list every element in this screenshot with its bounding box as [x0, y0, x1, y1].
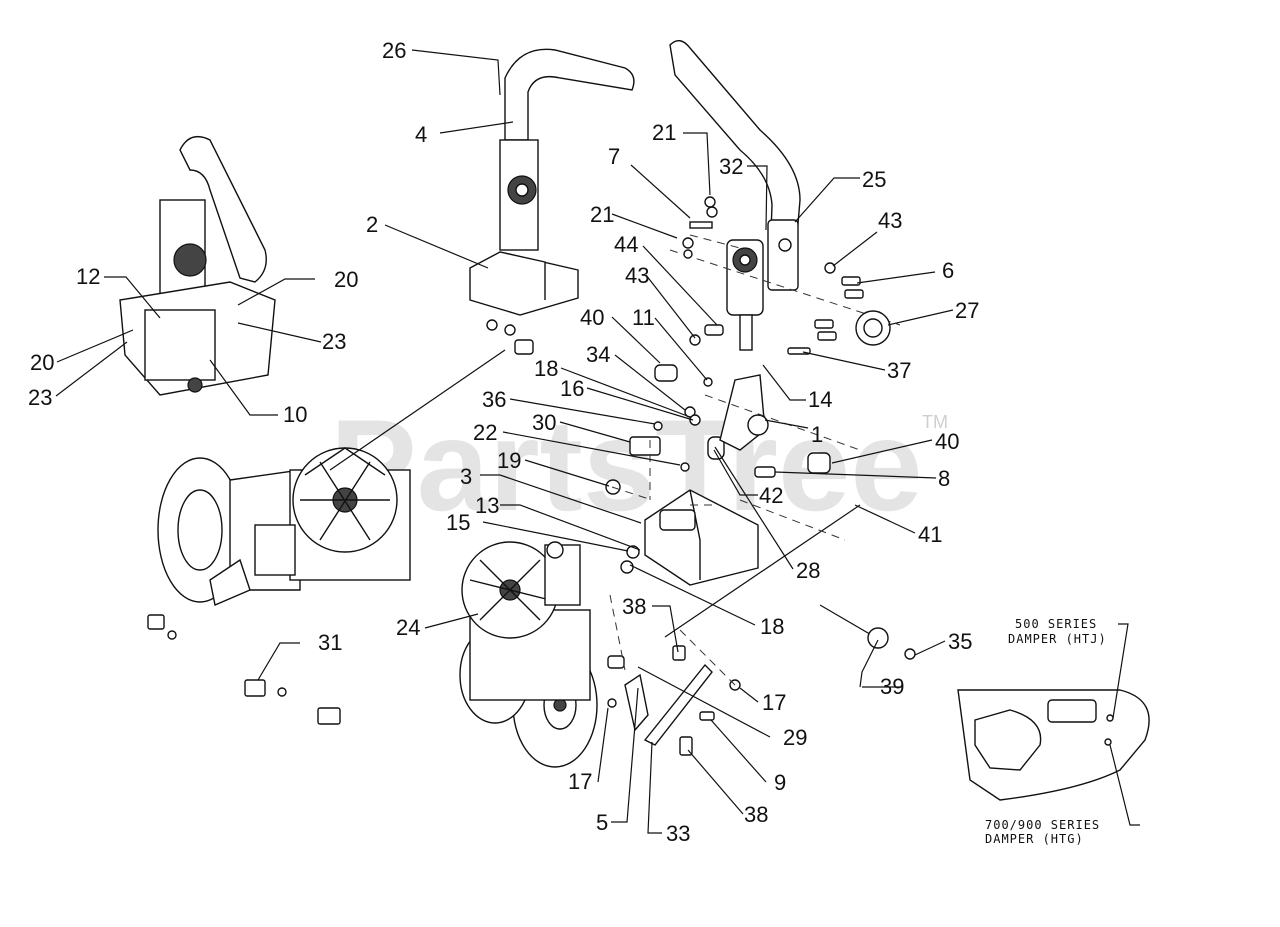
callout-43-left: 43 [625, 263, 649, 288]
callout-23-left: 23 [28, 385, 52, 410]
pivot-assembly-right [669, 234, 901, 351]
control-rod-left [329, 349, 506, 471]
damper-bracket [607, 655, 713, 746]
watermark-text: PartsTree [330, 392, 923, 538]
callout-11: 11 [632, 305, 655, 330]
callout-21-top: 21 [652, 120, 676, 145]
leader-lines [55, 49, 1140, 834]
callout-26: 26 [382, 38, 406, 63]
control-bracket-right [644, 489, 759, 586]
callout-38-top: 38 [622, 594, 646, 619]
pivot-bracket [704, 374, 861, 451]
callout-5: 5 [596, 810, 608, 835]
callout-43-right: 43 [878, 208, 902, 233]
callout-6: 6 [942, 258, 954, 283]
callout-2: 2 [366, 212, 378, 237]
callout-16: 16 [560, 376, 584, 401]
knob [855, 310, 891, 346]
transmission-left [157, 447, 411, 606]
control-rod-right [664, 504, 889, 649]
note-500-series: 500 SERIES [1015, 617, 1097, 631]
connectors-left [147, 614, 341, 725]
callout-21-mid: 21 [590, 202, 614, 227]
note-700-900-damper: DAMPER (HTG) [985, 832, 1084, 846]
callout-14: 14 [808, 387, 832, 412]
callout-44: 44 [614, 232, 638, 257]
callout-27: 27 [955, 298, 979, 323]
callout-17-right: 17 [762, 690, 786, 715]
callout-3: 3 [460, 464, 472, 489]
series-notes: 500 SERIES DAMPER (HTJ) 700/900 SERIES D… [985, 617, 1107, 846]
note-700-900-series: 700/900 SERIES [985, 818, 1100, 832]
callout-24: 24 [396, 615, 420, 640]
callout-12: 12 [76, 264, 100, 289]
callout-32: 32 [719, 154, 743, 179]
callout-39: 39 [880, 674, 904, 699]
callout-13: 13 [475, 493, 499, 518]
watermark-trademark: TM [922, 412, 948, 432]
callout-8: 8 [938, 466, 950, 491]
callout-33: 33 [666, 821, 690, 846]
callout-41: 41 [918, 522, 942, 547]
callout-30: 30 [532, 410, 556, 435]
callout-40-right: 40 [935, 429, 959, 454]
callout-25: 25 [862, 167, 886, 192]
callout-31: 31 [318, 630, 342, 655]
callout-15: 15 [446, 510, 470, 535]
control-handle-right [669, 40, 801, 291]
callout-1: 1 [811, 422, 823, 447]
callout-29: 29 [783, 725, 807, 750]
callout-23-right: 23 [322, 329, 346, 354]
callout-37: 37 [887, 358, 911, 383]
callout-28: 28 [796, 558, 820, 583]
small-hardware [167, 196, 916, 756]
callout-20-right: 20 [334, 267, 358, 292]
callout-18-bottom: 18 [760, 614, 784, 639]
control-bracket-left [469, 251, 579, 355]
hidden-lines [609, 440, 846, 686]
callout-labels: 26 4 2 12 20 20 23 23 10 21 21 7 32 25 4… [28, 38, 979, 846]
callout-36: 36 [482, 387, 506, 412]
callout-38-bottom: 38 [744, 802, 768, 827]
callout-22: 22 [473, 420, 497, 445]
callout-35: 35 [948, 629, 972, 654]
callout-10: 10 [283, 402, 307, 427]
callout-4: 4 [415, 122, 427, 147]
callout-19: 19 [497, 448, 521, 473]
callout-34: 34 [586, 342, 610, 367]
callout-20-left: 20 [30, 350, 54, 375]
note-500-damper: DAMPER (HTJ) [1008, 632, 1107, 646]
callout-17-left: 17 [568, 769, 592, 794]
control-handle-assembly-upper-left [119, 136, 276, 396]
mounting-plate [957, 689, 1150, 801]
callout-18-top: 18 [534, 356, 558, 381]
callout-9: 9 [774, 770, 786, 795]
callout-7: 7 [608, 144, 620, 169]
callout-40-left: 40 [580, 305, 604, 330]
transmission-right [459, 541, 598, 768]
callout-42: 42 [759, 483, 783, 508]
control-handle-left [499, 48, 635, 251]
